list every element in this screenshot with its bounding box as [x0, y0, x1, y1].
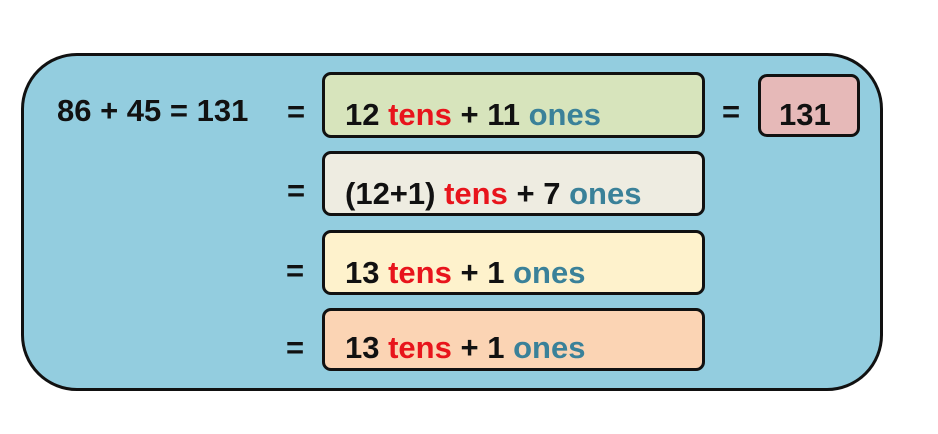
ones-count-1: + 11 — [460, 97, 520, 132]
decomposition-box-4: 13 tens + 1 ones — [322, 308, 705, 371]
tens-count-3: 13 — [345, 255, 380, 290]
ones-word-3: ones — [513, 255, 586, 290]
equals-sign-row-1: = — [287, 94, 306, 129]
result-box: 131 — [758, 74, 860, 137]
decomposition-box-2: (12+1) tens + 7 ones — [322, 151, 705, 216]
decomposition-box-1: 12 tens + 11 ones — [322, 72, 705, 138]
equals-sign-result: = — [722, 94, 741, 129]
ones-word-4: ones — [513, 330, 586, 365]
tens-count-2: (12+1) — [345, 176, 436, 211]
tens-word-4: tens — [388, 330, 452, 365]
tens-count-1: 12 — [345, 97, 380, 132]
decomposition-text-4: 13 tens + 1 ones — [345, 332, 585, 363]
ones-word-1: ones — [528, 97, 601, 132]
decomposition-text-1: 12 tens + 11 ones — [345, 99, 601, 130]
ones-word-2: ones — [569, 176, 642, 211]
tens-word-3: tens — [388, 255, 452, 290]
ones-count-2: + 7 — [516, 176, 561, 211]
ones-count-4: + 1 — [460, 330, 505, 365]
equals-sign-row-2: = — [287, 173, 306, 208]
tens-count-4: 13 — [345, 330, 380, 365]
equals-sign-row-4: = — [286, 330, 305, 365]
ones-count-3: + 1 — [460, 255, 505, 290]
equation-text: 86 + 45 = 131 — [57, 93, 249, 128]
decomposition-text-3: 13 tens + 1 ones — [345, 257, 585, 288]
tens-word-2: tens — [444, 176, 508, 211]
decomposition-text-2: (12+1) tens + 7 ones — [345, 178, 641, 209]
equals-sign-row-3: = — [286, 253, 305, 288]
result-value: 131 — [779, 97, 831, 132]
decomposition-box-3: 13 tens + 1 ones — [322, 230, 705, 295]
tens-word-1: tens — [388, 97, 452, 132]
